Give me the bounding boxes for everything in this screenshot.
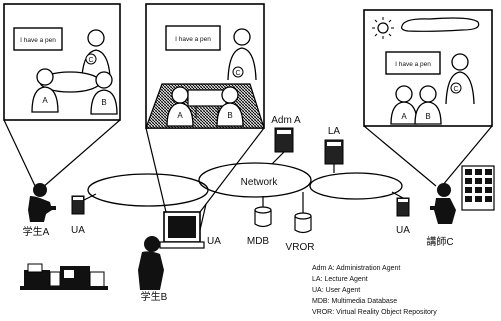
person-label: B (227, 111, 232, 120)
la-server-icon (325, 140, 343, 173)
student-a-figure (28, 183, 56, 222)
ua-right-label: UA (396, 225, 410, 236)
ua-middle-label: UA (207, 236, 221, 247)
person-label: C (453, 86, 458, 93)
legend-item: LA: Lecture Agent (312, 276, 368, 283)
mdb-database-icon (255, 196, 271, 227)
lecturer-c-label: 講師C (426, 235, 453, 248)
person-label: C (235, 70, 240, 77)
lecturer-c-figure (430, 183, 456, 224)
left-virtual-view-panel: I have a pen C A B (4, 4, 120, 120)
speech-text: I have a pen (175, 36, 211, 43)
ua-left-label: UA (71, 225, 85, 236)
person-label: A (177, 111, 183, 120)
ua-left-server-icon (72, 194, 96, 214)
ua-right-server-icon (392, 192, 409, 216)
camera-equipment-icon (20, 264, 108, 290)
desk (188, 90, 226, 106)
equipment-rack-icon (462, 166, 494, 210)
vror-database-icon (295, 192, 311, 233)
person-label: A (42, 96, 48, 105)
mdb-label: MDB (247, 236, 270, 247)
adm-a-label: Adm A (271, 115, 301, 126)
middle-virtual-view-panel: I have a pen C A (146, 4, 264, 128)
network-label: Network (241, 177, 279, 188)
legend-item: UA: User Agent (312, 287, 360, 294)
legend-item: MDB: Multimedia Database (312, 298, 397, 305)
cloud-icon (402, 18, 479, 31)
person-label: B (425, 112, 430, 121)
person-label: C (88, 57, 93, 64)
person-label: A (401, 112, 407, 121)
vror-label: VROR (286, 242, 315, 253)
student-a-label: 学生A (23, 225, 50, 238)
speech-text: I have a pen (395, 61, 431, 68)
student-b-figure (138, 204, 206, 290)
legend-item: Adm A: Administration Agent (312, 265, 400, 272)
right-virtual-view-panel: I have a pen C A B (364, 10, 492, 126)
adm-a-server-icon (272, 128, 293, 164)
la-label: LA (328, 126, 341, 137)
speech-text: I have a pen (20, 37, 56, 44)
person-label: B (101, 98, 106, 107)
legend-item: VROR: Virtual Reality Object Repository (312, 309, 437, 316)
student-b-label: 学生B (141, 290, 168, 303)
legend: Adm A: Administration Agent LA: Lecture … (312, 265, 437, 316)
